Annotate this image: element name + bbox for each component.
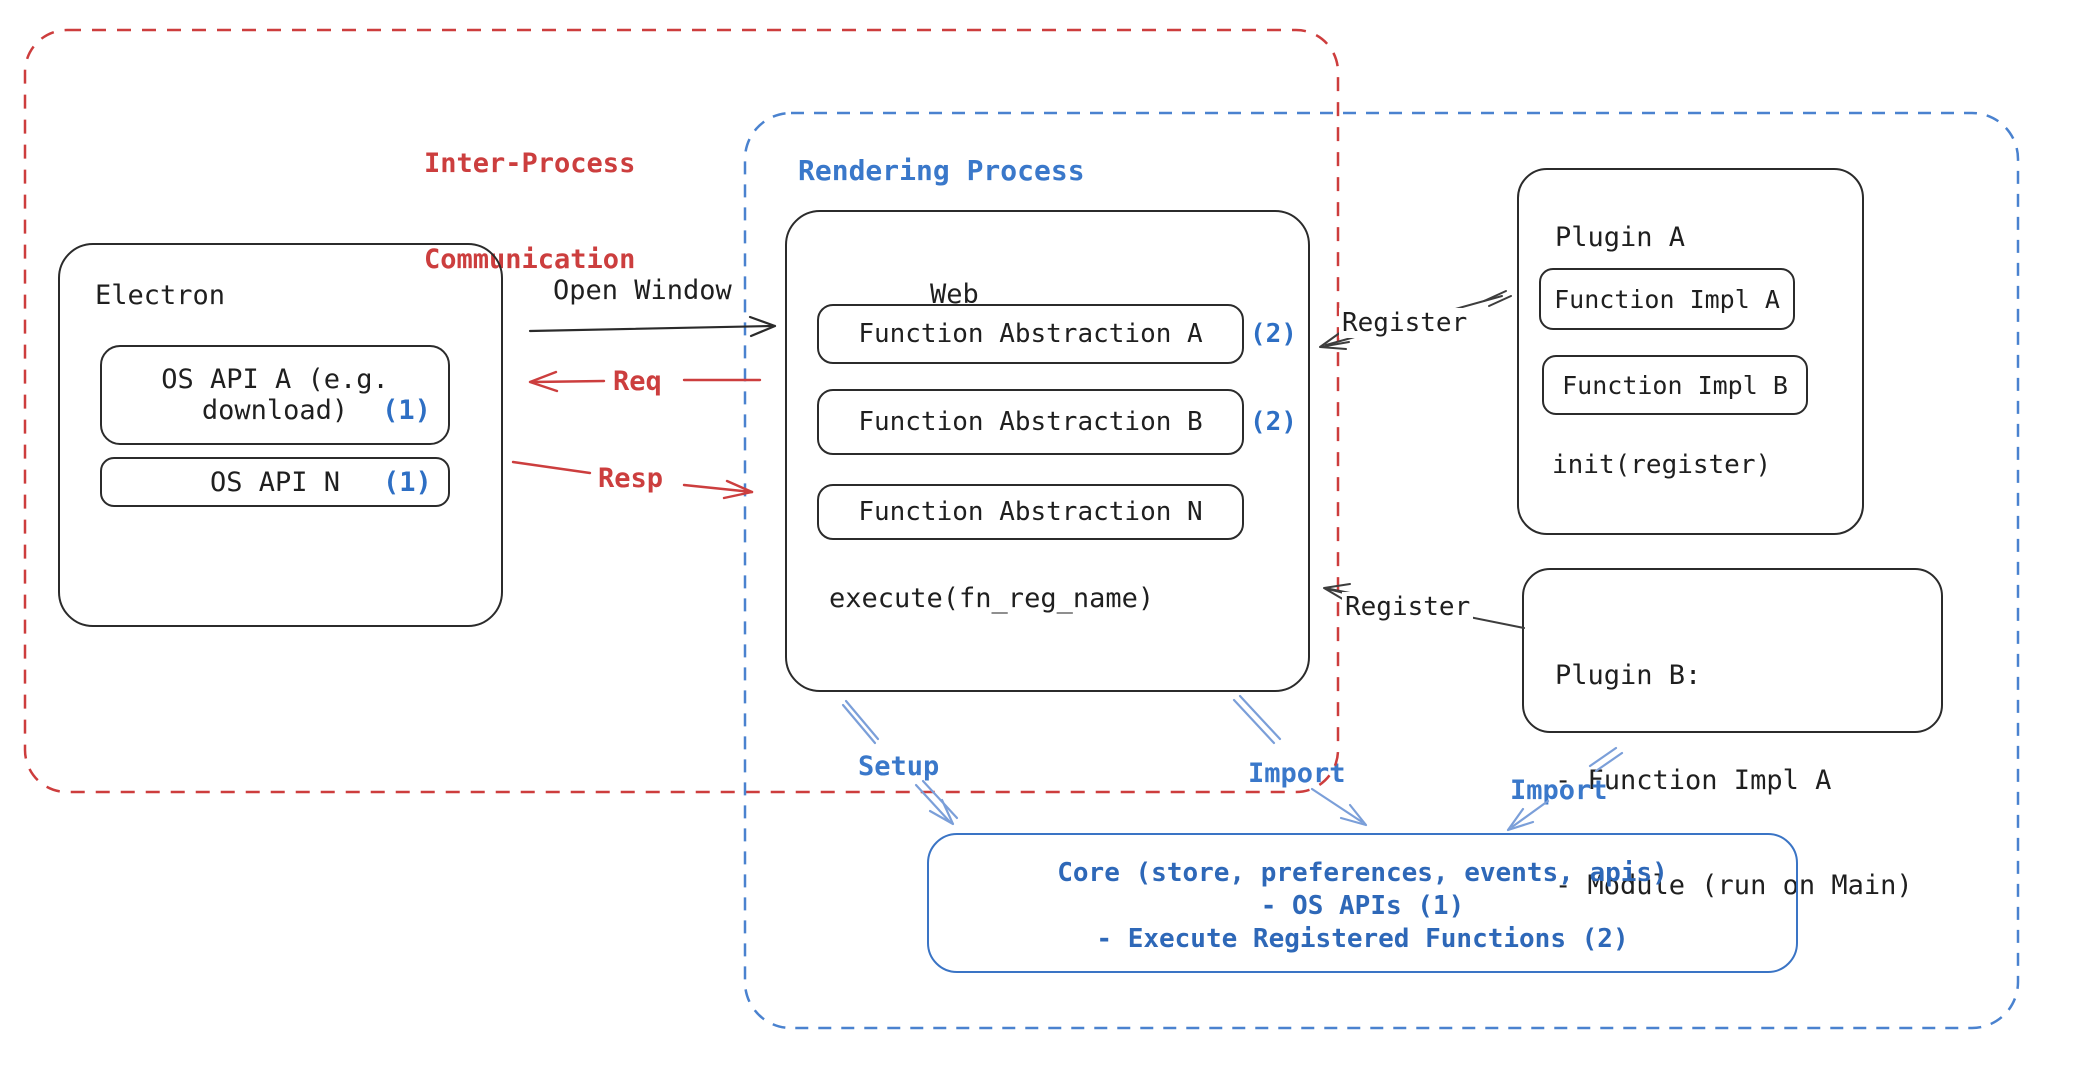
os-api-a-badge: (1) (382, 395, 431, 426)
core-item-os-apis: - OS APIs (1) (1260, 891, 1465, 921)
core-box: Core (store, preferences, events, apis) … (927, 833, 1798, 973)
function-impl-a-box: Function Impl A (1539, 268, 1795, 330)
function-abstraction-a-badge: (2) (1250, 319, 1297, 349)
function-abstraction-a-label: Function Abstraction A (858, 319, 1203, 349)
electron-box: Electron OS API A (e.g. download) (1) OS… (58, 243, 503, 627)
register-a-label: Register (1339, 308, 1471, 338)
function-abstraction-b-label: Function Abstraction B (858, 407, 1203, 437)
setup-label: Setup (858, 751, 940, 782)
core-title: Core (store, preferences, events, apis) (1057, 858, 1668, 888)
os-api-n-badge: (1) (383, 466, 432, 498)
register-b-label: Register (1342, 592, 1474, 622)
web-box: Web Function Abstraction A (2) Function … (785, 210, 1310, 692)
core-item-execute-registered: - Execute Registered Functions (2) (1096, 924, 1629, 954)
core-text: Core (store, preferences, events, apis) … (929, 835, 1796, 956)
rendering-process-label: Rendering Process (798, 154, 1085, 187)
plugin-b-item-function-impl-a: - Function Impl A (1555, 765, 1832, 796)
resp-label: Resp (598, 463, 664, 494)
os-api-a-line1: OS API A (e.g. (161, 364, 389, 395)
plugin-b-box: Plugin B: - Function Impl A - Module (ru… (1522, 568, 1943, 901)
function-abstraction-b-badge: (2) (1250, 407, 1297, 437)
os-api-a-line2: download) (1) (201, 395, 431, 426)
execute-label: execute(fn_reg_name) (829, 583, 1155, 614)
import-web-label: Import (1248, 758, 1346, 789)
ipc-frame-label-line1: Inter-Process (424, 148, 636, 179)
os-api-n-label: OS API N (1) (209, 466, 432, 498)
open-window-label: Open Window (553, 275, 732, 306)
import-plugin-label: Import (1510, 775, 1608, 806)
plugin-a-box: Plugin A Function Impl A Function Impl B… (1517, 168, 1864, 535)
plugin-a-title: Plugin A (1555, 222, 1686, 253)
function-impl-a-label: Function Impl A (1554, 284, 1780, 314)
os-api-n-box: OS API N (1) (100, 457, 450, 507)
function-impl-b-label: Function Impl B (1562, 370, 1788, 400)
plugin-b-title: Plugin B: (1555, 660, 1702, 691)
init-register-label: init(register) (1552, 450, 1772, 480)
function-abstraction-n-label: Function Abstraction N (858, 497, 1203, 527)
function-abstraction-n-box: Function Abstraction N (817, 484, 1244, 540)
os-api-a-box: OS API A (e.g. download) (1) (100, 345, 450, 445)
function-abstraction-b-box: Function Abstraction B (2) (817, 389, 1297, 455)
function-impl-b-box: Function Impl B (1542, 355, 1808, 415)
function-abstraction-a-box: Function Abstraction A (2) (817, 304, 1297, 364)
req-label: Req (613, 366, 662, 397)
electron-title: Electron (95, 280, 226, 311)
